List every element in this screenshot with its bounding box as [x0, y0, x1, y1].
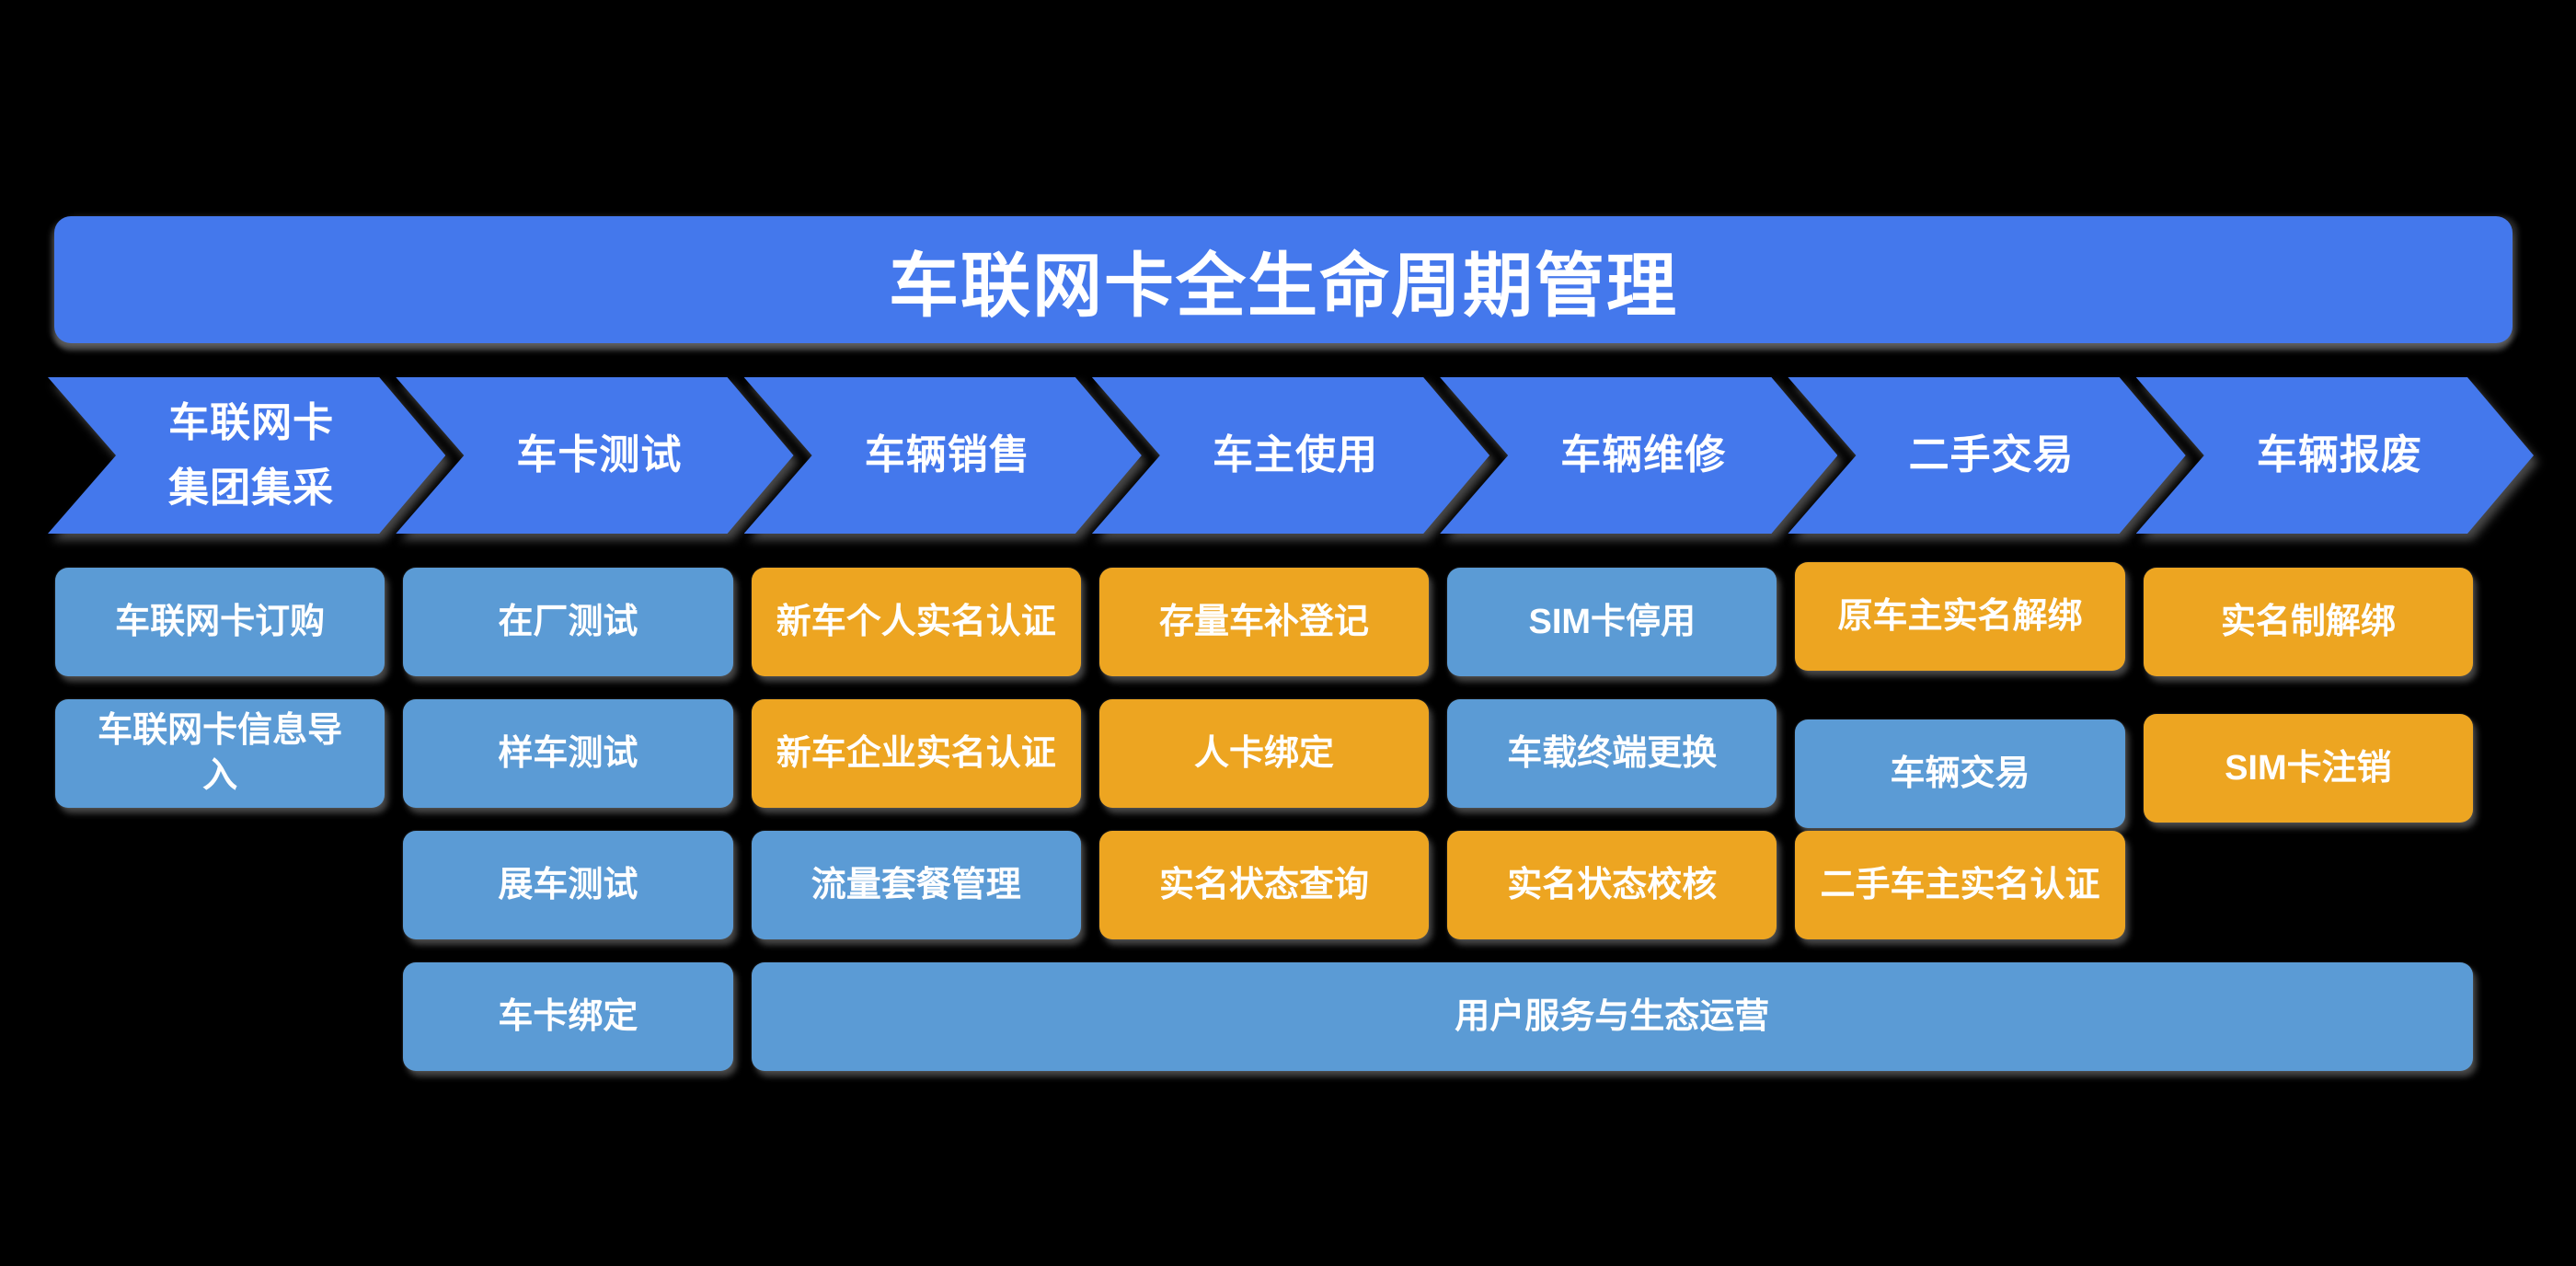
process-box-label: 车联网卡订购 [115, 602, 326, 641]
process-box: SIM卡停用 [1447, 568, 1777, 676]
process-box: 在厂测试 [403, 568, 733, 676]
stage-arrow: 车辆报废 [2144, 377, 2473, 534]
chevron-shape: 车辆销售 [744, 377, 1142, 534]
stage-arrow: 车辆维修 [1447, 377, 1777, 534]
footer-service-bar-label: 用户服务与生态运营 [1455, 996, 1770, 1036]
stage-arrow-label-line: 车辆维修 [1560, 432, 1727, 478]
process-box-label: 实名状态查询 [1158, 865, 1369, 904]
chevron-shape: 车主使用 [1092, 377, 1489, 534]
stage-arrow-label: 车辆销售 [744, 377, 1142, 534]
process-box: 原车主实名解绑 [1795, 562, 2125, 671]
process-box: SIM卡注销 [2143, 714, 2473, 823]
process-box: 二手车主实名认证 [1795, 831, 2125, 939]
process-box: 车载终端更换 [1447, 699, 1777, 808]
title-banner: 车联网卡全生命周期管理 [54, 216, 2513, 343]
stage-arrow-label-line: 车联网卡 [168, 399, 335, 445]
stage-arrow: 二手交易 [1795, 377, 2124, 534]
stage-arrow-label: 二手交易 [1788, 377, 2185, 534]
stage-arrow-row: 车联网卡集团集采 车卡测试 车辆销售 车主使用 车辆维修 二手交易 车辆报废 [55, 377, 2473, 534]
process-box: 车辆交易 [1795, 719, 2125, 828]
process-box-label: 车卡绑定 [498, 996, 638, 1036]
chevron-shape: 车卡测试 [396, 377, 793, 534]
process-box: 实名状态查询 [1098, 831, 1430, 939]
process-box-label: SIM卡停用 [1528, 602, 1696, 641]
process-box-label: 原车主实名解绑 [1837, 596, 2083, 636]
process-box-label: 车联网卡信息导入 [98, 711, 343, 795]
process-box-label: 人卡绑定 [1193, 733, 1334, 773]
process-box: 流量套餐管理 [751, 831, 1081, 939]
process-box: 实名状态校核 [1447, 831, 1777, 939]
stage-arrow-label: 车卡测试 [396, 377, 793, 534]
stage-arrow-label: 车辆报废 [2136, 377, 2534, 534]
process-box-label: 实名制解绑 [2220, 602, 2396, 641]
process-box: 车联网卡订购 [55, 568, 385, 676]
stage-arrow: 车卡测试 [403, 377, 732, 534]
stage-arrow-label: 车联网卡集团集采 [48, 377, 445, 534]
stage-arrow-label-line: 车主使用 [1212, 432, 1378, 478]
process-box-label: 在厂测试 [498, 602, 638, 641]
process-box: 新车企业实名认证 [751, 699, 1081, 808]
chevron-shape: 车辆维修 [1440, 377, 1837, 534]
process-box: 实名制解绑 [2143, 568, 2473, 676]
stage-arrow-label-line: 车辆销售 [864, 432, 1030, 478]
stage-arrow: 车主使用 [1099, 377, 1429, 534]
chevron-shape: 车联网卡集团集采 [48, 377, 445, 534]
process-box-label: 车辆交易 [1890, 754, 2030, 793]
stage-arrow-label-line: 集团集采 [168, 466, 335, 511]
page-title: 车联网卡全生命周期管理 [889, 247, 1678, 326]
process-box: 展车测试 [403, 831, 733, 939]
stage-arrow-label: 车辆维修 [1440, 377, 1837, 534]
process-box: 车联网卡信息导入 [55, 699, 385, 808]
process-box-label: 样车测试 [498, 733, 638, 773]
process-box-label: 存量车补登记 [1158, 602, 1369, 641]
stage-arrow-label-line: 车卡测试 [516, 432, 683, 478]
stage-arrow-label: 车主使用 [1092, 377, 1489, 534]
stage-arrow: 车辆销售 [752, 377, 1081, 534]
stage-arrow-label-line: 二手交易 [1908, 432, 2075, 478]
process-box: 样车测试 [403, 699, 733, 808]
process-box-label: 流量套餐管理 [811, 865, 1021, 904]
process-box: 新车个人实名认证 [751, 568, 1081, 676]
process-box-label: 实名状态校核 [1507, 865, 1718, 904]
process-box-label: 车载终端更换 [1507, 733, 1718, 773]
chevron-shape: 二手交易 [1788, 377, 2185, 534]
process-box-label: 新车企业实名认证 [776, 733, 1056, 773]
footer-service-bar: 用户服务与生态运营 [751, 962, 2473, 1071]
process-box: 车卡绑定 [403, 962, 733, 1071]
process-box-label: SIM卡注销 [2225, 748, 2392, 788]
process-box-grid: 车联网卡订购车联网卡信息导入 在厂测试样车测试展车测试车卡绑定 新车个人实名认证新车… [55, 562, 2473, 1071]
process-box-label: 展车测试 [498, 865, 638, 904]
process-box-label: 二手车主实名认证 [1820, 865, 2100, 904]
chevron-shape: 车辆报废 [2136, 377, 2534, 534]
process-box-label: 新车个人实名认证 [776, 602, 1056, 641]
stage-arrow-label-line: 车辆报废 [2256, 432, 2422, 478]
process-box: 存量车补登记 [1098, 568, 1430, 676]
stage-arrow: 车联网卡集团集采 [55, 377, 385, 534]
process-box: 人卡绑定 [1098, 699, 1430, 808]
